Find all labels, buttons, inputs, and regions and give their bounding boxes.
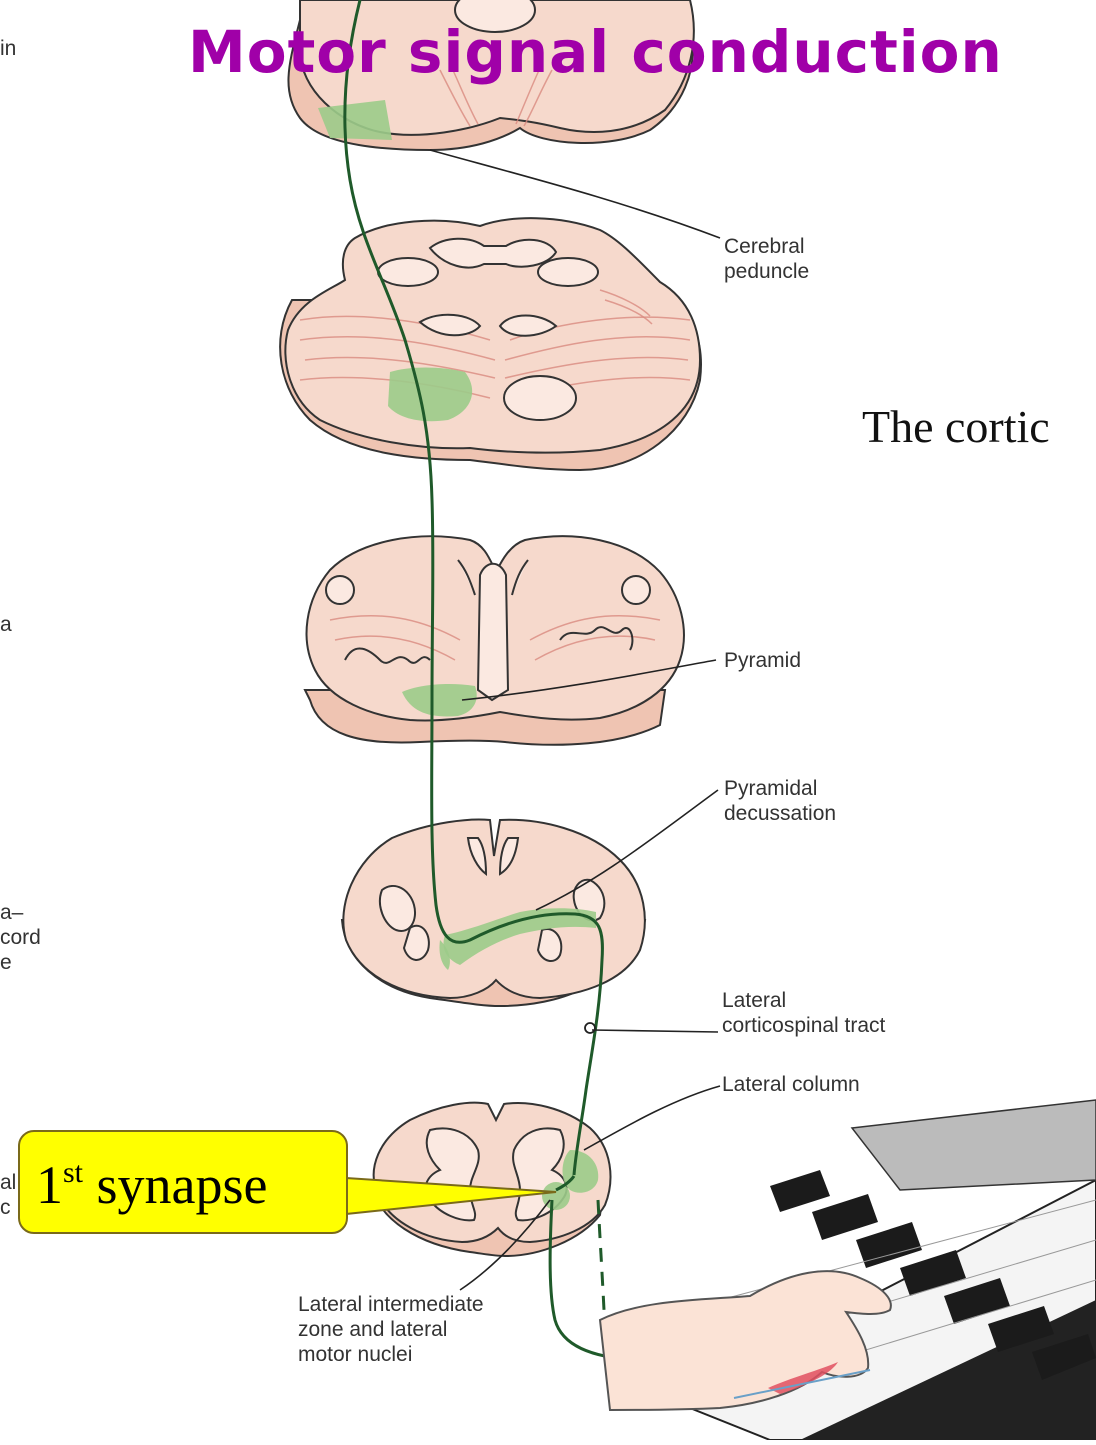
truncated-label-junction: a– cord e [0, 900, 41, 975]
spinal-cord-section [372, 1103, 610, 1256]
label-pyramid: Pyramid [724, 648, 801, 673]
callout-text: 1st synapse [36, 1154, 267, 1216]
callout-suffix: st [63, 1156, 83, 1189]
label-lateral-corticospinal-tract: Lateral corticospinal tract [722, 988, 885, 1038]
truncated-body-text: The cortic [862, 400, 1050, 453]
synapse-callout: 1st synapse [18, 1130, 348, 1234]
diagram-title: Motor signal conduction [188, 18, 1068, 86]
truncated-label-bottom: al c [0, 1170, 16, 1220]
label-lateral-intermediate-zone: Lateral intermediate zone and lateral mo… [298, 1292, 484, 1367]
callout-number: 1 [36, 1155, 63, 1215]
truncated-label-medulla: a [0, 612, 12, 637]
label-cerebral-peduncle: Cerebral peduncle [724, 234, 809, 284]
label-pyramidal-decussation: Pyramidal decussation [724, 776, 836, 826]
truncated-label-midbrain: in [0, 36, 16, 61]
pons-section [280, 218, 701, 470]
medulla-section [305, 536, 684, 745]
label-lateral-column: Lateral column [722, 1072, 860, 1097]
callout-word: synapse [97, 1155, 268, 1215]
